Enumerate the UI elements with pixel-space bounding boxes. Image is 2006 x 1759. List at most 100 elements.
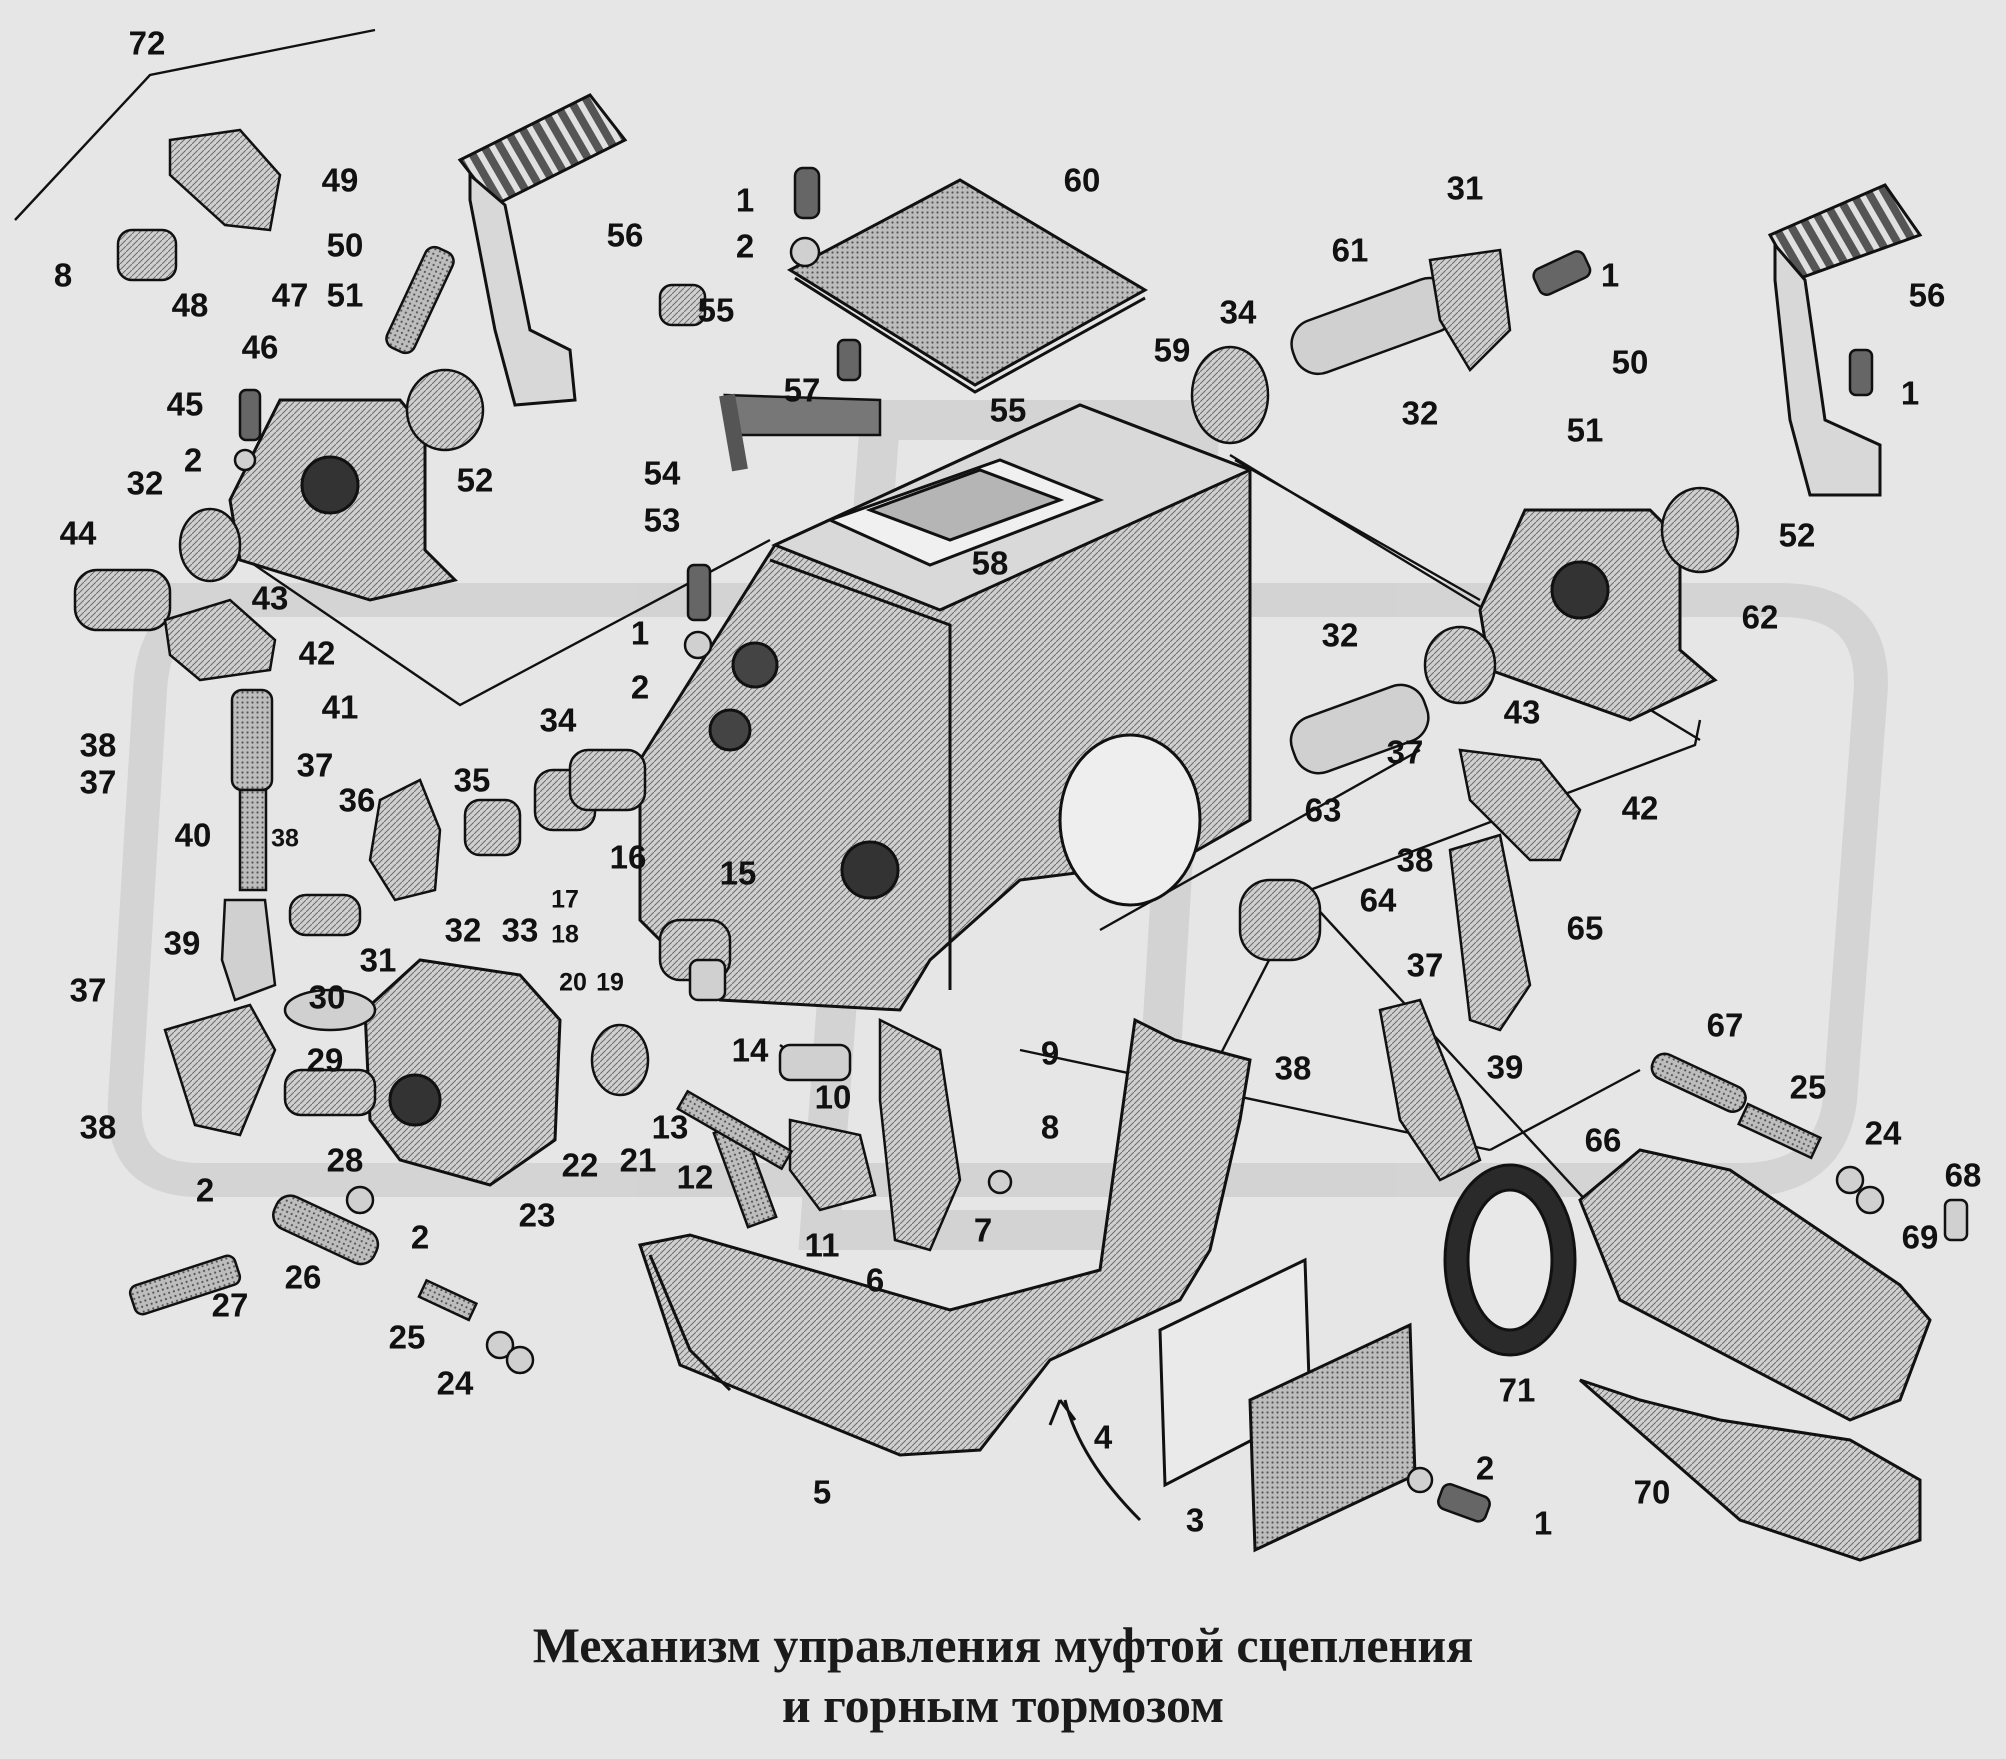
callout-62: 62 [1741,598,1779,636]
callout-31: 31 [1446,169,1484,207]
callout-67: 67 [1706,1006,1744,1044]
callout-32: 32 [1321,616,1359,654]
callout-57: 57 [783,371,821,409]
callout-60: 60 [1063,161,1101,199]
callout-30: 30 [308,978,346,1016]
callout-10: 10 [814,1078,852,1116]
callout-39: 39 [163,924,201,962]
callout-50: 50 [326,226,364,264]
callout-8: 8 [53,256,73,294]
callout-17: 17 [551,885,579,914]
bearing-housings [228,398,1718,722]
callout-49: 49 [321,161,359,199]
callout-4: 4 [1093,1418,1113,1456]
callout-11: 11 [804,1226,840,1264]
callout-68: 68 [1944,1156,1982,1194]
diagram-caption-line1: Механизм управления муфтой сцепления [532,1617,1474,1673]
callout-2: 2 [1475,1449,1495,1487]
callout-1: 1 [1533,1504,1553,1542]
callout-38: 38 [1396,841,1434,879]
callout-32: 32 [126,464,164,502]
callout-24: 24 [436,1364,474,1402]
callout-1: 1 [1900,374,1920,412]
callout-45: 45 [166,385,204,423]
callout-43: 43 [1503,693,1541,731]
callout-2: 2 [410,1218,430,1256]
callout-2: 2 [735,227,755,265]
callout-66: 66 [1584,1121,1622,1159]
callout-63: 63 [1304,791,1342,829]
callout-16: 16 [609,838,647,876]
callout-26: 26 [284,1258,322,1296]
callout-35: 35 [453,761,491,799]
callout-20: 20 [559,968,587,997]
callout-37: 37 [69,971,107,1009]
callout-37: 37 [1386,733,1424,771]
callout-2: 2 [630,668,650,706]
callout-32: 32 [444,911,482,949]
callout-70: 70 [1633,1473,1671,1511]
callout-71: 71 [1498,1371,1536,1409]
callout-1: 1 [1600,256,1620,294]
callout-29: 29 [306,1041,344,1079]
callout-38: 38 [79,726,117,764]
callout-12: 12 [676,1158,714,1196]
callout-65: 65 [1566,909,1604,947]
callout-58: 58 [971,544,1009,582]
seal-and-bellhousing [1443,1148,1932,1562]
callout-25: 25 [388,1318,426,1356]
callout-38: 38 [271,824,299,853]
callout-47: 47 [271,276,309,314]
callout-44: 44 [59,514,97,552]
callout-7: 7 [973,1211,993,1249]
cover-plates [1158,1257,1417,1553]
pedals [457,93,1923,497]
callout-61: 61 [1331,231,1369,269]
callout-51: 51 [326,276,364,314]
callout-52: 52 [1778,516,1816,554]
callout-40: 40 [174,816,212,854]
callout-2: 2 [183,441,203,479]
top-cover [786,178,1149,394]
callout-34: 34 [539,701,577,739]
callout-38: 38 [79,1108,117,1146]
callout-37: 37 [296,746,334,784]
callout-21: 21 [619,1141,657,1179]
callout-72: 72 [128,24,166,62]
callout-19: 19 [596,968,624,997]
callout-23: 23 [518,1196,556,1234]
callout-55: 55 [989,391,1027,429]
callout-1: 1 [630,614,650,652]
callout-55: 55 [697,291,735,329]
callout-59: 59 [1153,331,1191,369]
callout-34: 34 [1219,293,1257,331]
small-parts [73,128,1969,1523]
callout-48: 48 [171,286,209,324]
callout-8: 8 [1040,1108,1060,1146]
callout-13: 13 [651,1108,689,1146]
callout-24: 24 [1864,1114,1902,1152]
callout-46: 46 [241,328,279,366]
callout-3: 3 [1185,1501,1205,1539]
diagram-caption-line2: и горным тормозом [781,1677,1225,1733]
callout-36: 36 [338,781,376,819]
callout-15: 15 [719,854,757,892]
callout-38: 38 [1274,1049,1312,1087]
callout-41: 41 [321,688,359,726]
callout-25: 25 [1789,1068,1827,1106]
callout-64: 64 [1359,881,1397,919]
callout-9: 9 [1040,1034,1060,1072]
callout-51: 51 [1566,411,1604,449]
callout-54: 54 [643,454,681,492]
callout-43: 43 [251,579,289,617]
callout-22: 22 [561,1146,599,1184]
bottom-casing [638,1017,1252,1457]
callout-33: 33 [501,911,539,949]
callout-5: 5 [812,1473,832,1511]
callout-69: 69 [1901,1218,1939,1256]
callout-31: 31 [359,941,397,979]
callout-37: 37 [1406,946,1444,984]
callout-1: 1 [735,181,755,219]
callout-27: 27 [211,1286,249,1324]
